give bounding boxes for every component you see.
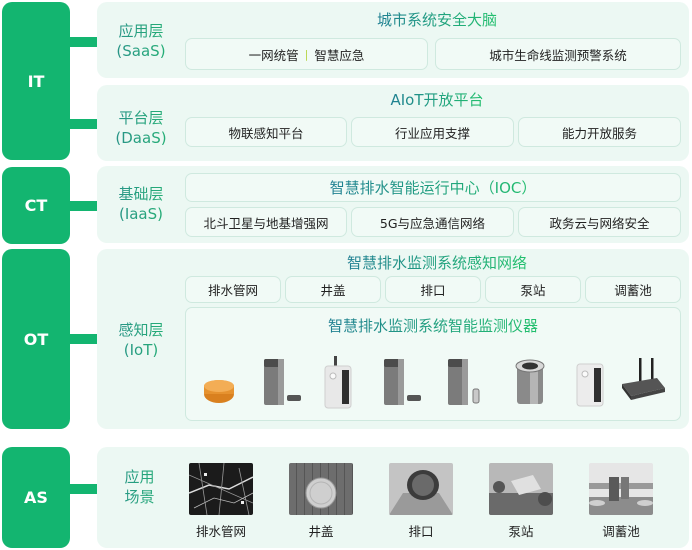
scenes-label: 应用 场景 — [97, 467, 182, 507]
scene-label-pump-station: 泵站 — [508, 524, 534, 539]
scenes-panel: 应用 场景 排水管网 井盖 排口 泵站 — [97, 447, 689, 548]
connector — [68, 119, 98, 129]
scene-image-outfall[interactable] — [389, 463, 453, 515]
iot-network-title: 智慧排水监测系统感知网络 — [185, 253, 689, 273]
connector — [68, 334, 98, 344]
iot-layer-label: 感知层 (IoT) — [97, 320, 185, 360]
iot-box-pipe-network[interactable]: 排水管网 — [185, 276, 281, 303]
saas-box-lifeline[interactable]: 城市生命线监测预警系统 — [435, 38, 681, 70]
daas-box-iot-platform[interactable]: 物联感知平台 — [185, 117, 347, 147]
ioc-title: 智慧排水智能运行中心（IOC） — [330, 178, 537, 198]
title-text: 智慧排水监测系统智能监测仪器 — [327, 317, 538, 335]
scene-label-outfall: 排口 — [408, 524, 434, 539]
tier-it-badge: IT — [2, 2, 70, 160]
box-label: 智慧应急 — [314, 47, 365, 63]
box-label: 排水管网 — [207, 283, 258, 298]
iot-box-storage-tank[interactable]: 调蓄池 — [585, 276, 681, 303]
layer-name: 基础层 — [118, 185, 164, 203]
connector — [68, 484, 98, 494]
box-label: 一网统管 — [248, 47, 299, 63]
devices-title: 智慧排水监测系统智能监测仪器 — [186, 316, 680, 336]
iaas-layer-panel: 基础层 (IaaS) 智慧排水智能运行中心（IOC） 北斗卫星与地基增强网 5G… — [97, 166, 689, 243]
pump-station-aerial-icon — [489, 475, 553, 515]
iot-box-manhole[interactable]: 井盖 — [285, 276, 381, 303]
layer-name-2: 场景 — [124, 488, 155, 506]
box-label: 城市生命线监测预警系统 — [489, 47, 627, 63]
tier-ct-label: CT — [24, 196, 48, 215]
box-label: 泵站 — [520, 283, 546, 298]
iot-layer-panel: 感知层 (IoT) 智慧排水监测系统感知网络 排水管网 井盖 排口 泵站 调蓄池… — [97, 249, 689, 429]
box-label: 5G与应急通信网络 — [379, 215, 486, 231]
white-logger-icon — [324, 356, 352, 409]
pipe-network-map-icon — [189, 463, 253, 515]
iaas-box-beidou[interactable]: 北斗卫星与地基增强网 — [185, 207, 347, 237]
tier-ot-label: OT — [23, 329, 49, 349]
layer-name: 平台层 — [118, 109, 164, 127]
iaas-layer-label: 基础层 (IaaS) — [97, 184, 185, 224]
flow-meter-icon — [448, 359, 480, 405]
tier-ot-badge: OT — [2, 249, 70, 429]
title-text: 智慧排水智能运行中心（IOC） — [329, 178, 537, 197]
scene-image-storage-tank[interactable] — [589, 463, 653, 515]
iot-box-outfall[interactable]: 排口 — [385, 276, 481, 303]
outfall-pipe-icon — [389, 470, 453, 515]
connector — [68, 201, 98, 211]
scene-label-storage-tank: 调蓄池 — [602, 524, 640, 539]
daas-title: AIoT开放平台 — [185, 90, 689, 110]
storage-tank-site-icon — [589, 477, 653, 515]
manhole-cover-icon — [305, 477, 337, 509]
level-gauge-icon — [384, 359, 421, 405]
box-label: 行业应用支撑 — [394, 125, 470, 141]
daas-box-open-services[interactable]: 能力开放服务 — [518, 117, 681, 147]
box-label: 井盖 — [320, 283, 346, 298]
scene-image-manhole[interactable] — [289, 463, 353, 515]
box-label: 排口 — [420, 283, 446, 298]
iaas-box-5g[interactable]: 5G与应急通信网络 — [351, 207, 514, 237]
layer-name: 应用 — [124, 468, 155, 486]
saas-layer-panel: 应用层 (SaaS) 城市系统安全大脑 一网统管 | 智慧应急 城市生命线监测预… — [97, 2, 689, 78]
daas-box-industry-support[interactable]: 行业应用支撑 — [351, 117, 514, 147]
level-gauge-icon — [264, 359, 301, 405]
scene-label-pipe-network: 排水管网 — [195, 524, 246, 539]
tier-as-label: AS — [24, 488, 48, 507]
box-label: 物联感知平台 — [228, 125, 304, 141]
daas-layer-label: 平台层 (DaaS) — [97, 108, 185, 148]
tier-as-badge: AS — [2, 447, 70, 548]
iaas-ioc-box[interactable]: 智慧排水智能运行中心（IOC） — [185, 173, 681, 202]
round-sensor-icon — [204, 380, 234, 403]
iot-devices-box: 智慧排水监测系统智能监测仪器 — [185, 307, 681, 421]
iot-box-pump-station[interactable]: 泵站 — [485, 276, 581, 303]
saas-layer-label: 应用层 (SaaS) — [97, 21, 185, 61]
iaas-box-cloud-security[interactable]: 政务云与网络安全 — [518, 207, 681, 237]
layer-code: (SaaS) — [116, 42, 166, 60]
cylinder-sensor-icon — [515, 359, 545, 404]
divider: | — [304, 47, 309, 61]
box-label: 能力开放服务 — [561, 125, 637, 141]
layer-code: (DaaS) — [115, 129, 167, 147]
layer-code: (IaaS) — [118, 205, 164, 223]
box-label: 政务云与网络安全 — [549, 215, 650, 231]
white-terminal-icon — [576, 363, 604, 407]
scene-image-pump-station[interactable] — [489, 463, 553, 515]
tier-it-label: IT — [27, 71, 45, 91]
title-text: 城市系统安全大脑 — [376, 11, 497, 29]
scene-label-manhole: 井盖 — [308, 524, 334, 539]
saas-title: 城市系统安全大脑 — [185, 10, 689, 30]
saas-box-governance[interactable]: 一网统管 | 智慧应急 — [185, 38, 428, 70]
title-text: AIoT开放平台 — [390, 91, 484, 109]
layer-code: (IoT) — [123, 341, 159, 359]
connector — [68, 37, 98, 47]
layer-name: 应用层 — [118, 22, 164, 40]
daas-layer-panel: 平台层 (DaaS) AIoT开放平台 物联感知平台 行业应用支撑 能力开放服务 — [97, 85, 689, 161]
tier-ct-badge: CT — [2, 167, 70, 244]
box-label: 北斗卫星与地基增强网 — [203, 215, 329, 231]
gateway-router-icon — [622, 358, 665, 400]
title-text: 智慧排水监测系统感知网络 — [346, 254, 527, 272]
box-label: 调蓄池 — [614, 283, 652, 298]
scene-image-pipe-network[interactable] — [189, 463, 253, 515]
layer-name: 感知层 — [118, 321, 164, 339]
